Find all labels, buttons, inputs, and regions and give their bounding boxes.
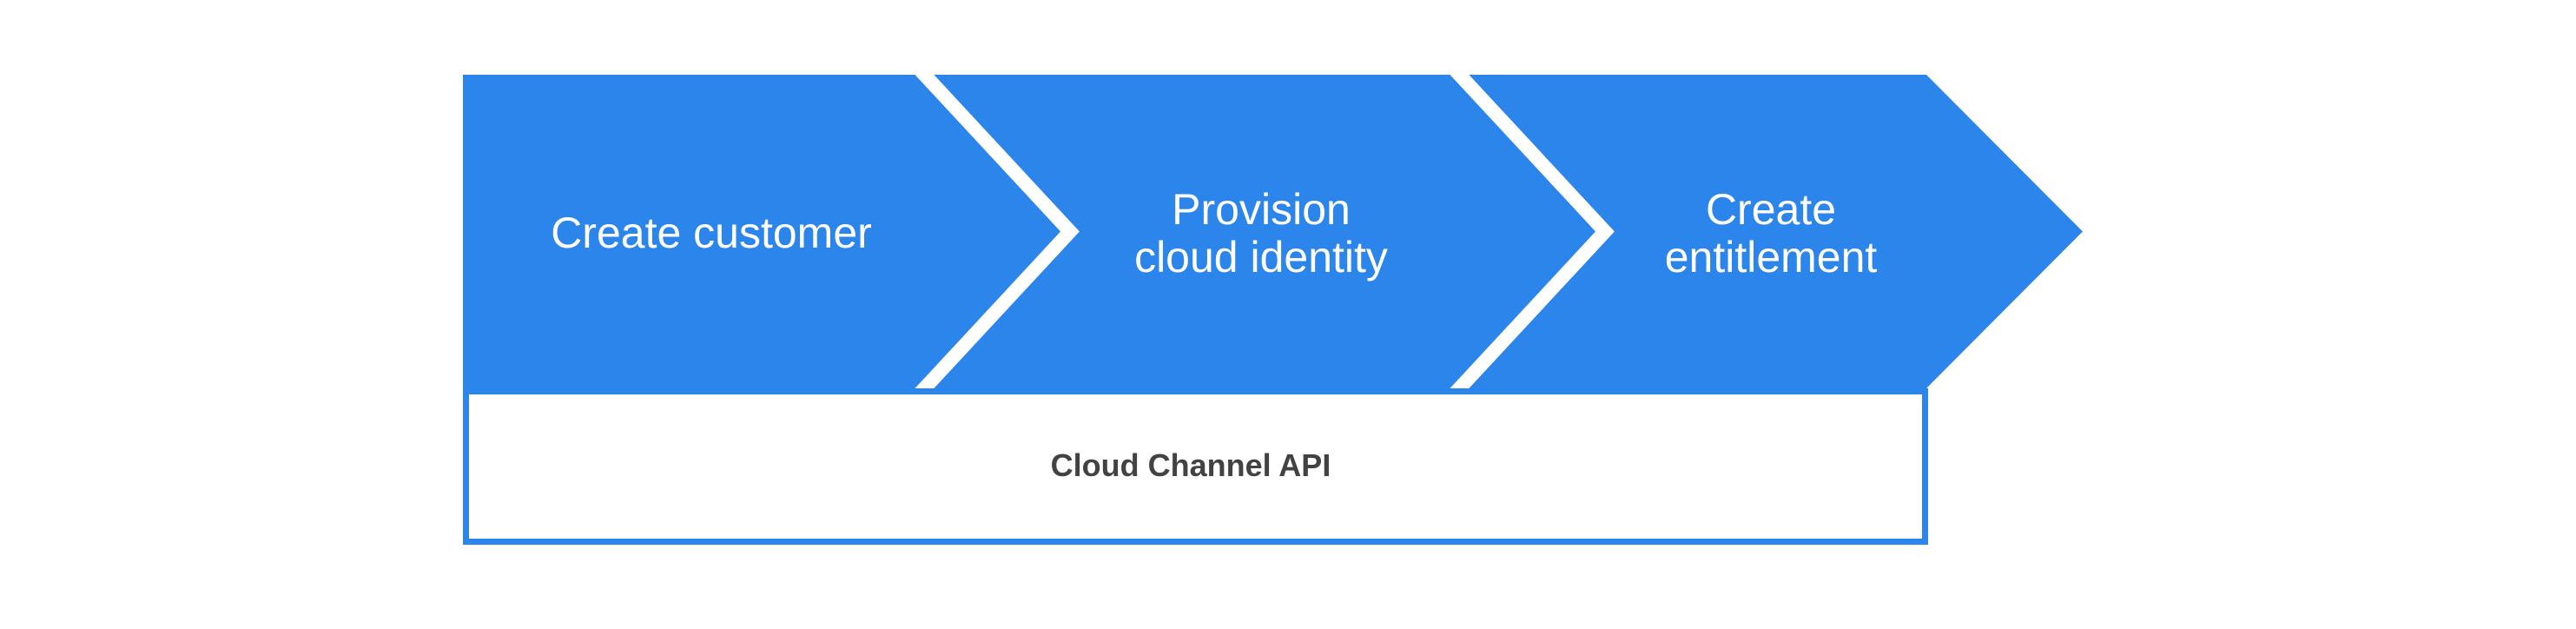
step-label-create-customer: Create customer: [551, 209, 872, 257]
process-arrow-shape: [463, 75, 2083, 388]
step-label-entitlement-line1: Create: [1706, 185, 1836, 234]
chevron-separator-icon: [1448, 63, 1615, 401]
step-label-provision-line1: Provision: [1172, 185, 1351, 234]
api-box: [463, 388, 1928, 545]
chevron-separator-icon: [913, 63, 1080, 401]
step-label-provision-line2: cloud identity: [1134, 233, 1388, 281]
step-label-entitlement-line2: entitlement: [1665, 233, 1878, 281]
api-box-label: Cloud Channel API: [1051, 447, 1331, 483]
